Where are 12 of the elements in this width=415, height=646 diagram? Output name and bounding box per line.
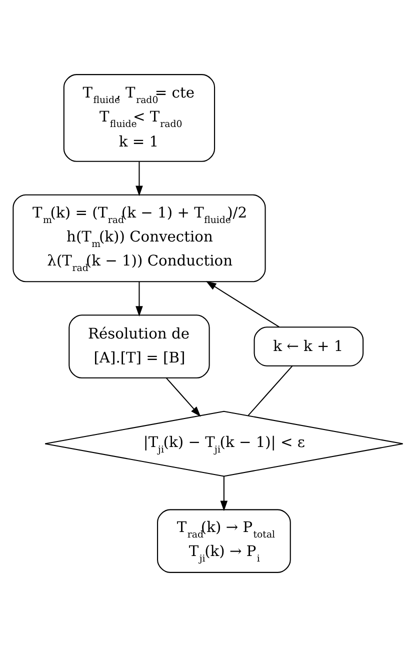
- node-box: T$_{rad}$(k) → P$_{total}$ T$_{ji}$(k) → P$_{i}$: [156, 508, 290, 572]
- node-box: k ← k + 1: [253, 326, 364, 366]
- arrow: [205, 280, 279, 327]
- node-box: T$_{fluide}$, T$_{rad0}$= cte T$_{fluide}$< T$_{rad0}$ k = 1: [62, 74, 215, 162]
- arrow: [165, 377, 200, 416]
- arrow: [220, 476, 228, 511]
- node-box: Résolution de [A].[T] = [B]: [68, 314, 210, 378]
- connector: [247, 365, 292, 416]
- node-box: T$_{m}$(k) = (T$_{rad}$(k − 1) + T$_{fluide}$)/2 h(T$_{m}$(k)) Convection λ(T$_{rad}$(k − 1)) Conduction: [12, 194, 266, 282]
- arrow: [135, 161, 142, 196]
- arrow: [135, 281, 142, 316]
- node-diamond: |T$_{ji}$(k) − T$_{ji}$(k − 1)| < ε: [44, 410, 403, 476]
